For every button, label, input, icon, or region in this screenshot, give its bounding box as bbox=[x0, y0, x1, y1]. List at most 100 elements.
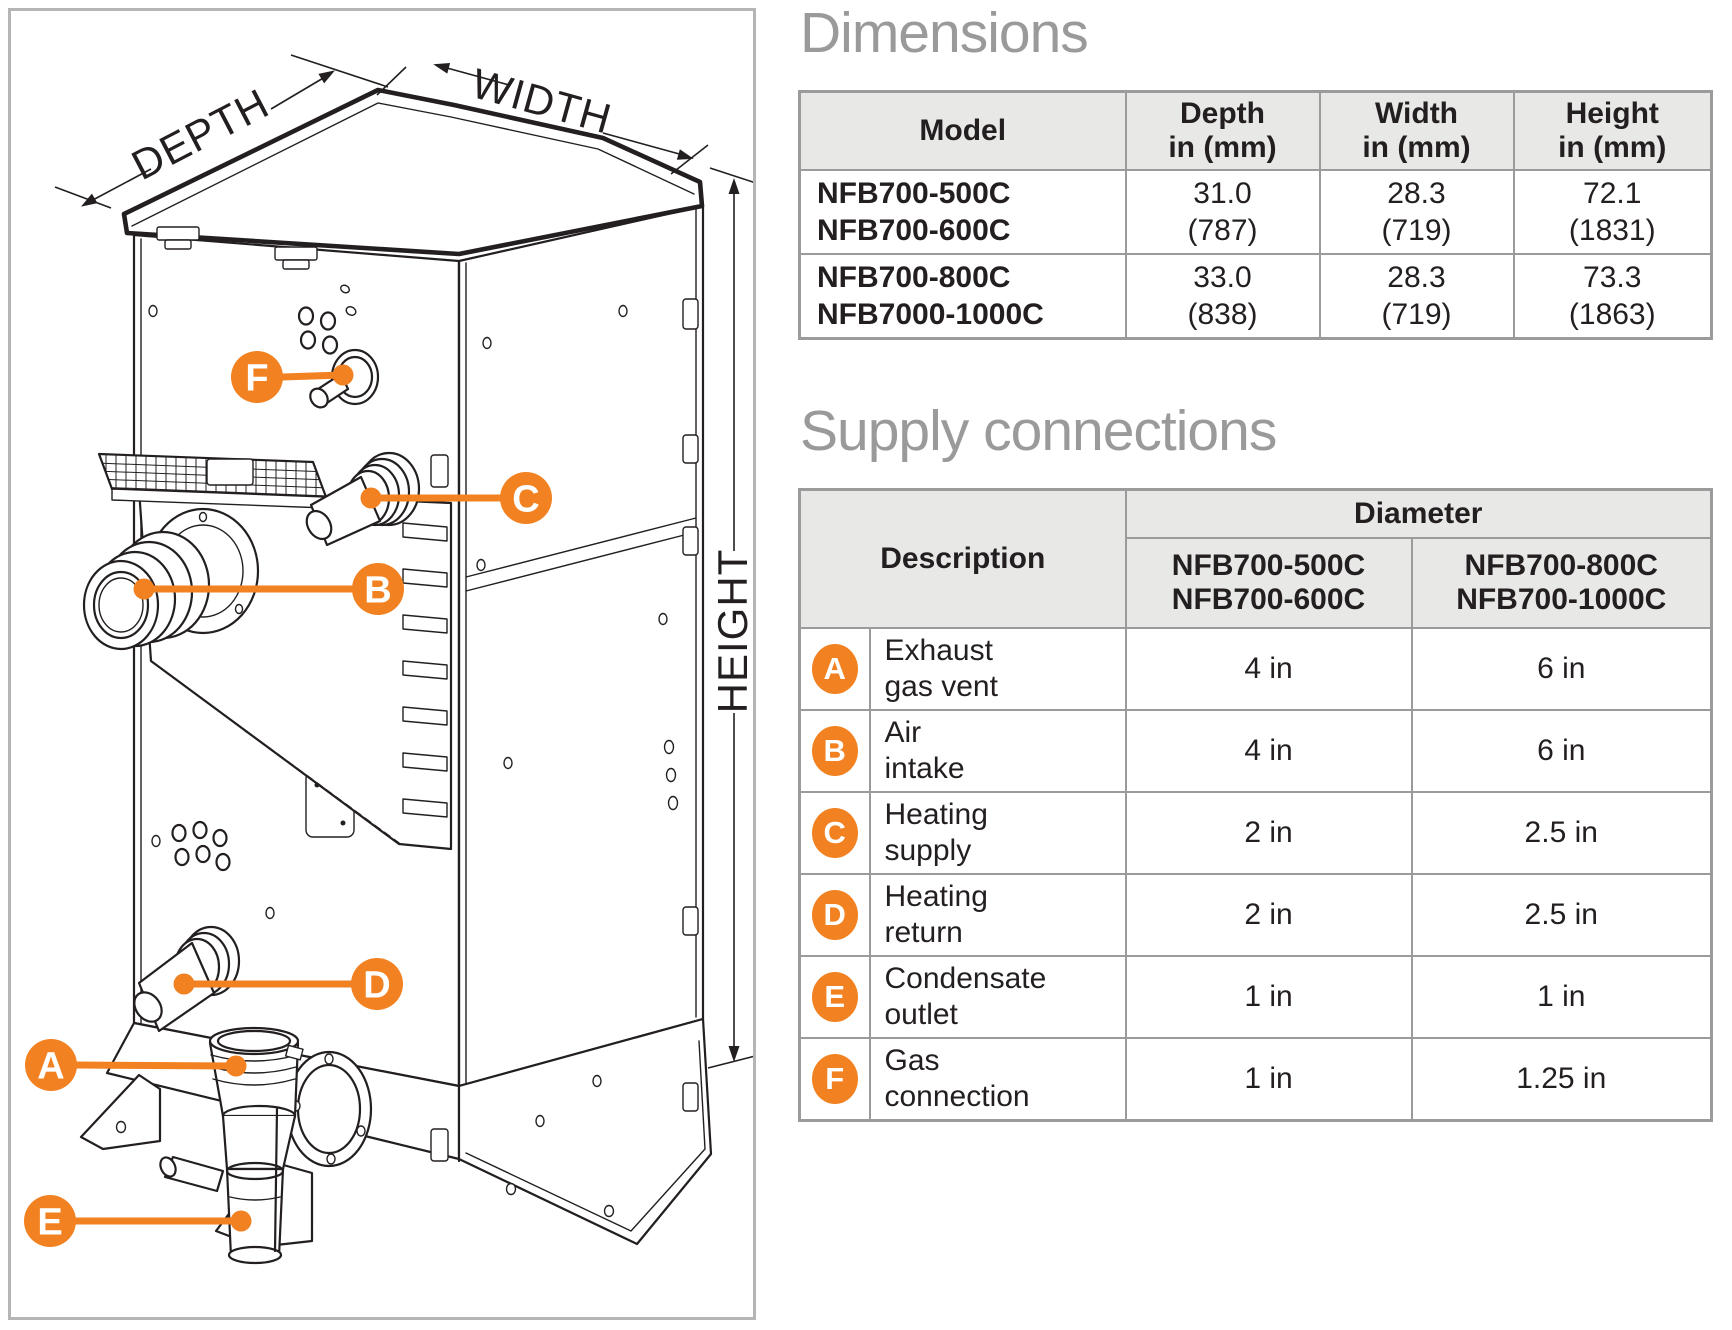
diameter-small-cell: 1 in bbox=[1124, 1036, 1413, 1122]
supply-row-air-intake: B Air intake 4 in 6 in bbox=[798, 708, 1713, 793]
air-intake-connection bbox=[82, 507, 260, 651]
description-line: Condensate bbox=[884, 961, 1047, 995]
model-name: NFB700-800C bbox=[1464, 548, 1658, 582]
col-header-height-line1: Height bbox=[1565, 96, 1659, 130]
condensate-outlet-connection bbox=[159, 1107, 285, 1265]
callout-badge-a: A bbox=[811, 643, 858, 694]
depth-in: 33.0 bbox=[1193, 260, 1252, 294]
callout-letter-d: D bbox=[363, 965, 390, 1007]
dimensions-title: Dimensions bbox=[800, 1, 1089, 65]
boiler-isometric-drawing: DEPTH WIDTH HEIGHT F C B D bbox=[24, 54, 753, 1265]
model-name: NFB700-600C bbox=[1171, 582, 1366, 616]
callout-letter-b: B bbox=[364, 570, 391, 612]
dimensions-row-2: NFB700-800C NFB7000-1000C 33.0 (838) 28.… bbox=[798, 252, 1713, 340]
description-line: Gas bbox=[884, 1043, 940, 1077]
badge-cell: B bbox=[798, 708, 871, 793]
diameter-small-cell: 2 in bbox=[1124, 790, 1413, 875]
diameter-large-cell: 2.5 in bbox=[1410, 872, 1713, 957]
spec-content-column: Dimensions Model Depth in (mm) Width in … bbox=[798, 1, 1714, 1122]
diameter-small-cell: 4 in bbox=[1124, 708, 1413, 793]
callout-letter-c: C bbox=[512, 479, 539, 521]
diameter-large-cell: 1 in bbox=[1410, 954, 1713, 1039]
description-line: outlet bbox=[884, 997, 958, 1031]
supply-row-heating-return: D Heating return 2 in 2.5 in bbox=[798, 872, 1713, 957]
height-dimension: HEIGHT bbox=[707, 167, 753, 1069]
callout-badge-e: E bbox=[811, 971, 858, 1022]
dimensions-row-1: NFB700-500C NFB700-600C 31.0 (787) 28.3 … bbox=[798, 168, 1713, 255]
width-mm: (719) bbox=[1381, 297, 1452, 331]
description-cell: Heating supply bbox=[868, 790, 1127, 875]
description-line: Heating bbox=[884, 797, 988, 831]
col-header-width: Width in (mm) bbox=[1318, 90, 1515, 171]
description-line: Air bbox=[884, 715, 922, 749]
supply-row-exhaust: A Exhaust gas vent 4 in 6 in bbox=[798, 626, 1713, 711]
supply-connections-title: Supply connections bbox=[800, 398, 1277, 463]
callout-letter-a: A bbox=[37, 1046, 64, 1088]
description-line: return bbox=[884, 915, 963, 949]
height-in: 73.3 bbox=[1583, 260, 1642, 294]
description-line: connection bbox=[884, 1079, 1030, 1113]
description-cell: Air intake bbox=[868, 708, 1127, 793]
model-cell: NFB700-800C NFB7000-1000C bbox=[798, 252, 1127, 340]
badge-cell: F bbox=[798, 1036, 871, 1122]
height-label: HEIGHT bbox=[709, 549, 753, 714]
description-line: intake bbox=[884, 751, 965, 785]
height-in: 72.1 bbox=[1583, 176, 1642, 210]
callout-A: A bbox=[25, 1039, 247, 1091]
diameter-small-cell: 2 in bbox=[1124, 872, 1413, 957]
callout-B: B bbox=[133, 563, 404, 615]
model-name: NFB700-800C bbox=[817, 260, 1011, 294]
dimensions-table: Model Depth in (mm) Width in (mm) Height… bbox=[798, 89, 1713, 340]
supply-row-heating-supply: C Heating supply 2 in 2.5 in bbox=[798, 790, 1713, 875]
width-in: 28.3 bbox=[1387, 260, 1446, 294]
supply-header-row-2: NFB700-500C NFB700-600C NFB700-800C NFB7… bbox=[800, 536, 1713, 629]
depth-mm: (787) bbox=[1187, 213, 1258, 247]
width-cell: 28.3 (719) bbox=[1318, 168, 1515, 255]
supply-connections-table: Description Diameter NFB700-500C NFB700-… bbox=[798, 487, 1713, 1122]
model-name: NFB700-600C bbox=[817, 213, 1011, 247]
diameter-large-cell: 6 in bbox=[1410, 626, 1713, 711]
callout-D: D bbox=[173, 958, 403, 1010]
cabinet-top-cover bbox=[121, 87, 705, 257]
description-line: supply bbox=[884, 833, 972, 867]
height-cell: 73.3 (1863) bbox=[1512, 252, 1713, 340]
description-line: Heating bbox=[884, 879, 988, 913]
model-name: NFB700-500C bbox=[817, 176, 1011, 210]
description-cell: Exhaust gas vent bbox=[868, 626, 1127, 711]
callout-badge-b: B bbox=[811, 725, 858, 776]
diameter-large-cell: 6 in bbox=[1410, 708, 1713, 793]
badge-cell: E bbox=[798, 954, 871, 1039]
col-header-models-large: NFB700-800C NFB700-1000C bbox=[1410, 536, 1713, 629]
description-line: Exhaust bbox=[884, 633, 993, 667]
model-name: NFB700-1000C bbox=[1456, 582, 1667, 616]
col-header-depth: Depth in (mm) bbox=[1124, 90, 1321, 171]
col-header-models-small: NFB700-500C NFB700-600C bbox=[1124, 536, 1413, 629]
col-header-model: Model bbox=[798, 90, 1127, 171]
diameter-large-cell: 2.5 in bbox=[1410, 790, 1713, 875]
height-mm: (1831) bbox=[1568, 213, 1656, 247]
width-in: 28.3 bbox=[1387, 176, 1446, 210]
supply-row-condensate: E Condensate outlet 1 in 1 in bbox=[798, 954, 1713, 1039]
col-header-height-line2: in (mm) bbox=[1558, 130, 1667, 164]
badge-cell: A bbox=[798, 626, 871, 711]
callout-badge-d: D bbox=[811, 889, 858, 940]
depth-cell: 33.0 (838) bbox=[1124, 252, 1321, 340]
model-cell: NFB700-500C NFB700-600C bbox=[798, 168, 1127, 255]
model-name: NFB700-500C bbox=[1171, 548, 1366, 582]
supply-header-row-1: Description Diameter bbox=[798, 488, 1713, 629]
col-header-depth-line1: Depth bbox=[1180, 96, 1265, 130]
badge-cell: D bbox=[798, 872, 871, 957]
dimensions-header-row: Model Depth in (mm) Width in (mm) Height… bbox=[798, 90, 1713, 171]
boiler-diagram-panel: DEPTH WIDTH HEIGHT F C B D bbox=[8, 8, 756, 1320]
col-header-width-line2: in (mm) bbox=[1362, 130, 1471, 164]
callout-E: E bbox=[24, 1195, 252, 1247]
model-name: NFB7000-1000C bbox=[817, 297, 1044, 331]
depth-cell: 31.0 (787) bbox=[1124, 168, 1321, 255]
diameter-small-cell: 4 in bbox=[1124, 626, 1413, 711]
callout-badge-c: C bbox=[811, 807, 858, 858]
description-cell: Gas connection bbox=[868, 1036, 1127, 1122]
height-cell: 72.1 (1831) bbox=[1512, 168, 1713, 255]
supply-row-gas: F Gas connection 1 in 1.25 in bbox=[798, 1036, 1713, 1122]
height-mm: (1863) bbox=[1568, 297, 1656, 331]
